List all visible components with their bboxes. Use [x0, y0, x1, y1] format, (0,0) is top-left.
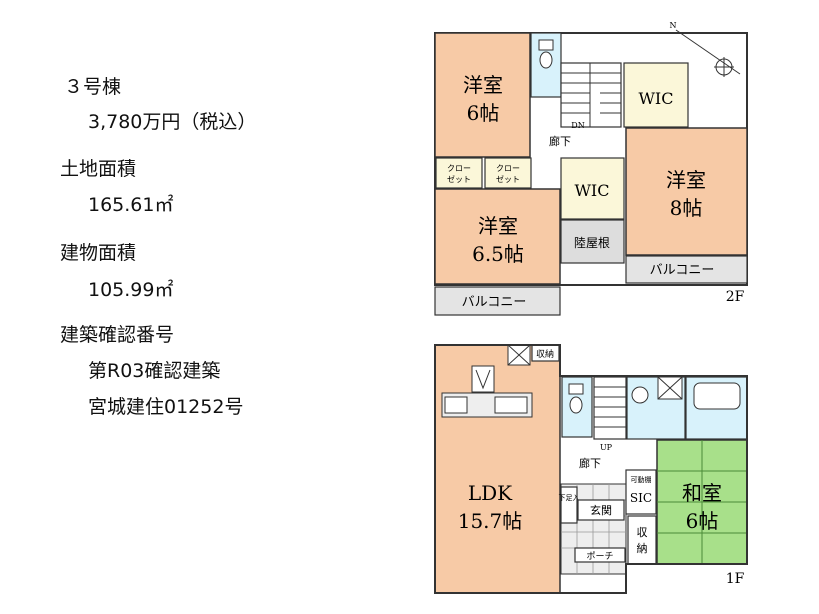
floor-area-label: 建物面積 — [60, 242, 137, 264]
floor-1-plan: 収納 LDK 15.7帖 UP 廊下 和室 6帖 — [434, 344, 748, 594]
balcony-2f-right-label: バルコニー — [650, 263, 715, 278]
floor-2-label: 2F — [726, 289, 745, 305]
stairs-1f — [593, 376, 627, 440]
shoe-storage-label: 下足入 — [559, 494, 580, 502]
shoe-in-closet — [625, 469, 657, 515]
room-2f-west-6-size: 6帖 — [467, 101, 500, 125]
room-2f-west-6-5-size: 6.5帖 — [472, 242, 524, 266]
room-2f-west-6-5-name: 洋室 — [478, 214, 518, 238]
compass-icon: N — [670, 21, 741, 77]
floor-area-value: 105.99㎡ — [88, 279, 174, 301]
land-area-value: 165.61㎡ — [88, 194, 174, 216]
porch — [574, 547, 626, 563]
room-2f-west-6-5 — [434, 188, 561, 285]
hall-1f-label: 廊下 — [579, 456, 601, 470]
sic-label: SIC — [630, 491, 652, 505]
closet-1-label-b: ゼット — [447, 174, 471, 184]
ldk-size: 15.7帖 — [458, 509, 523, 533]
storage-1f-label-a: 収 — [637, 526, 648, 539]
room-2f-west-8 — [625, 127, 748, 256]
closet-2-label-a: クロー — [496, 164, 520, 173]
storage-1f — [627, 515, 657, 565]
closet-2 — [484, 157, 532, 189]
room-ldk — [434, 344, 561, 594]
balcony-2f-right — [625, 255, 748, 284]
room-2f-west-8-name: 洋室 — [666, 168, 706, 192]
floor-1-label: 1F — [726, 571, 745, 587]
flat-roof — [560, 219, 625, 264]
compass-north-label: N — [670, 21, 677, 30]
stairs-dn-label: DN — [571, 121, 584, 130]
hall-2f-label: 廊下 — [549, 134, 571, 148]
room-2f-west-8-size: 8帖 — [670, 196, 703, 220]
shoe-storage — [560, 486, 578, 524]
wic-2f-mid-label: WIC — [574, 181, 609, 200]
room-2f-west-6-name: 洋室 — [463, 73, 503, 97]
ldk-name: LDK — [468, 481, 513, 505]
cert-label: 建築確認番号 — [60, 324, 175, 346]
cert-line-2: 宮城建住01252号 — [88, 396, 244, 418]
closet-1 — [435, 157, 483, 189]
floor-2-plan: 洋室 6帖 クロー ゼット クロー ゼット 洋室 6.5帖 DN WIC 廊下 — [434, 21, 748, 316]
storage-1f-label-b: 納 — [637, 542, 648, 555]
wic-2f-top-label: WIC — [638, 89, 673, 108]
porch-label: ポーチ — [586, 551, 613, 562]
storage-1f-top-label: 収納 — [536, 348, 554, 360]
entrance — [577, 499, 625, 521]
wic-2f-top — [623, 62, 689, 128]
building-number: ３号棟 — [64, 76, 122, 98]
movable-shelf-label: 可動棚 — [631, 475, 652, 484]
price: 3,780万円（税込） — [88, 111, 257, 133]
washitsu-name: 和室 — [682, 481, 722, 505]
cert-line-1: 第R03確認建築 — [88, 360, 221, 382]
room-2f-west-6 — [434, 32, 531, 158]
wic-2f-mid — [560, 157, 625, 220]
balcony-2f-left-label: バルコニー — [462, 295, 527, 310]
entrance-label: 玄関 — [590, 503, 612, 517]
washitsu-size: 6帖 — [686, 509, 719, 533]
flat-roof-label: 陸屋根 — [574, 236, 610, 250]
balcony-2f-left — [434, 286, 561, 316]
closet-1-label-a: クロー — [447, 164, 471, 173]
stairs-up-label: UP — [600, 443, 613, 452]
stairs-2f — [560, 62, 622, 128]
closet-2-label-b: ゼット — [496, 174, 520, 184]
land-area-label: 土地面積 — [60, 158, 137, 180]
